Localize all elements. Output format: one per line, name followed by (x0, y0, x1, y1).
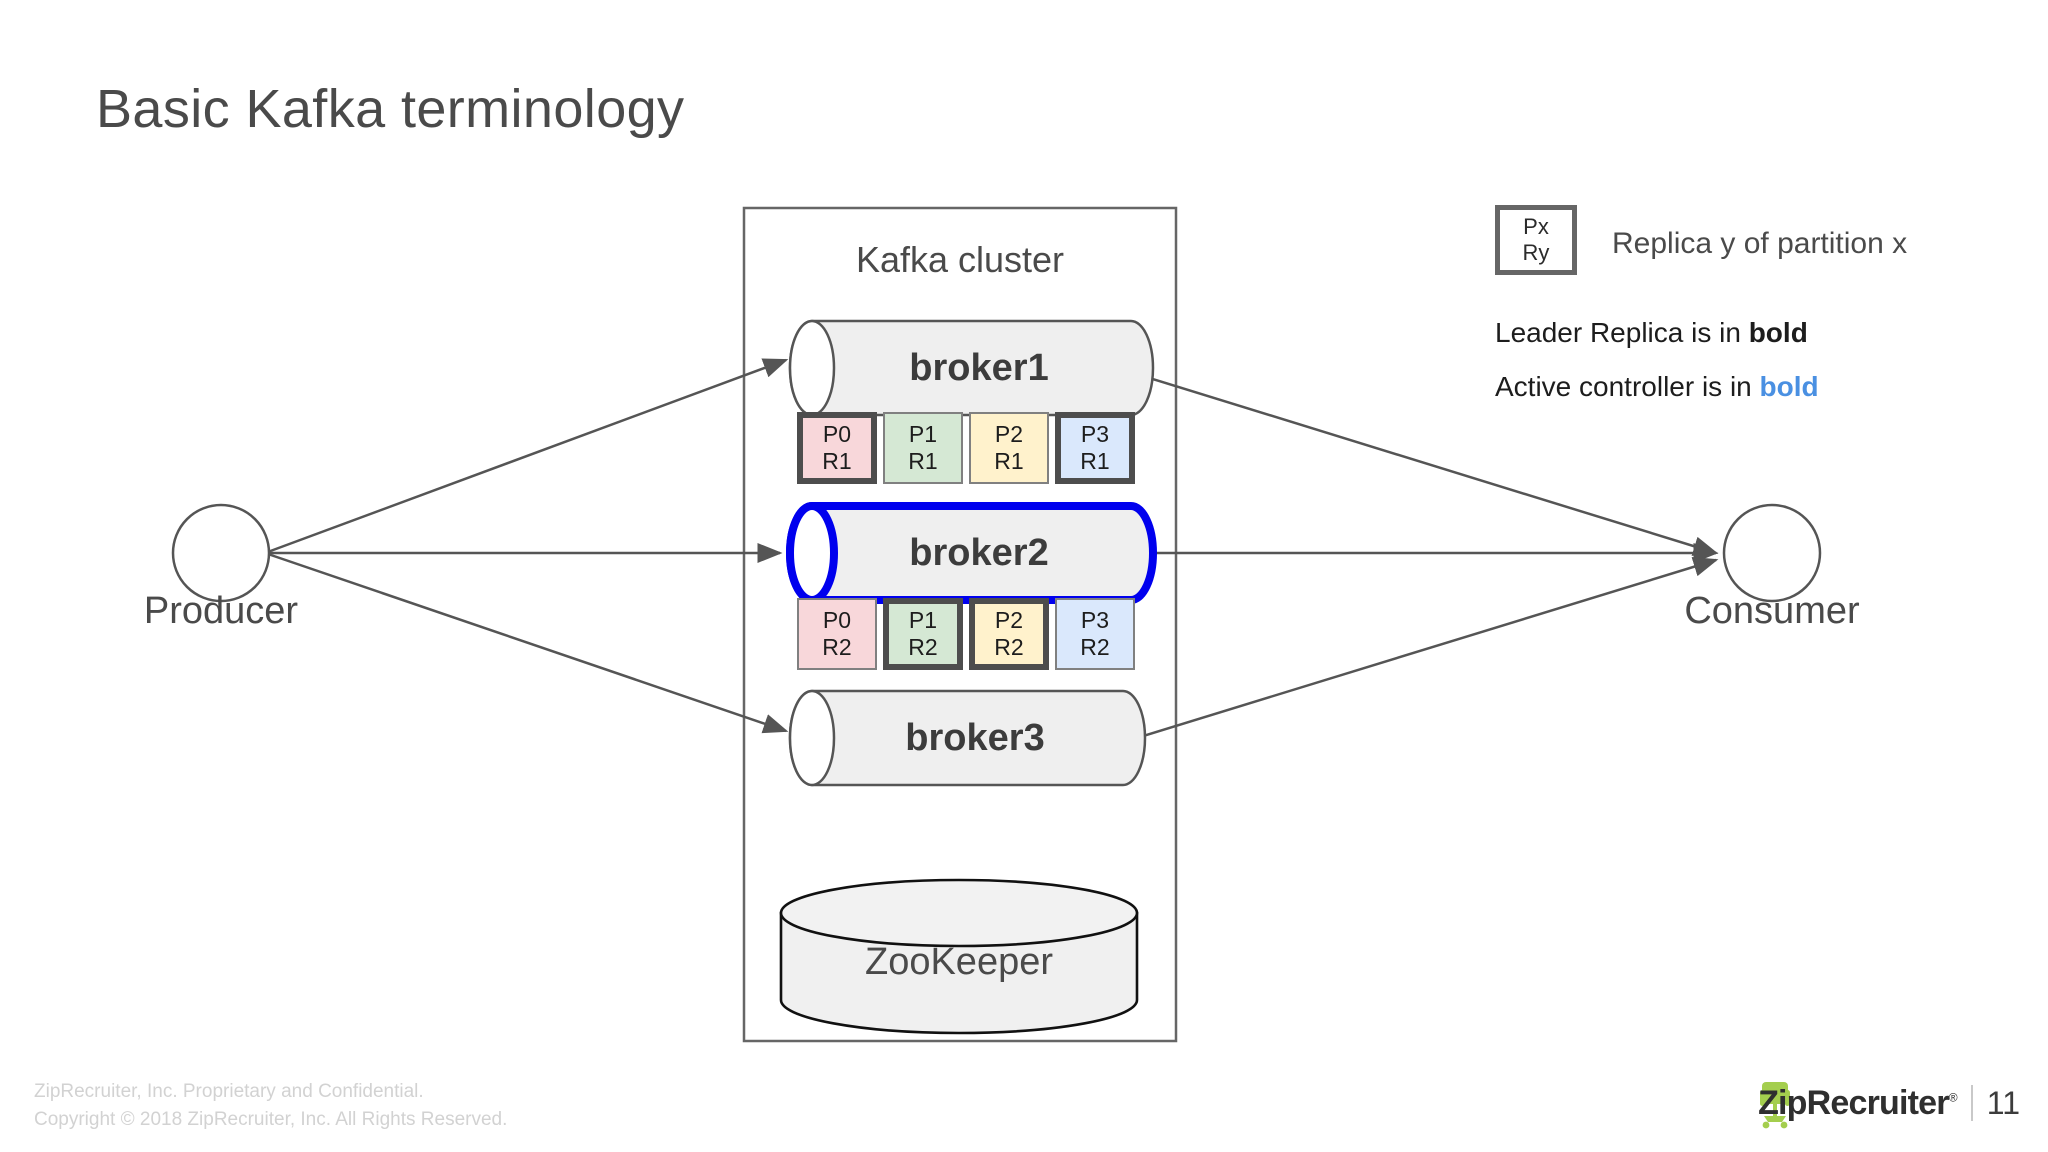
cluster-title: Kafka cluster (855, 239, 1065, 280)
edge-broker3-consumer (1129, 557, 1719, 742)
registered-mark: ® (1948, 1090, 1958, 1105)
partition-label: P2 (994, 607, 1024, 634)
producer-node (171, 503, 271, 603)
replica-cell[interactable]: P0 R1 (797, 412, 877, 484)
replica-cell[interactable]: P1 R2 (883, 598, 963, 670)
replica-cell[interactable]: P0 R2 (797, 598, 877, 670)
replica-label: R1 (994, 448, 1024, 474)
legend-partition-label: Px (1523, 213, 1549, 239)
legend-controller-prefix: Active controller is in (1495, 371, 1760, 402)
replica-label: R2 (908, 634, 938, 660)
ziprecruiter-wordmark: ZipRecruiter® (1758, 1083, 1958, 1123)
legend-replica-label: Ry (1522, 240, 1550, 265)
replica-cell[interactable]: P2 R2 (969, 598, 1049, 670)
legend-controller-line: Active controller is in bold (1495, 371, 1819, 403)
replica-cell[interactable]: P2 R1 (969, 412, 1049, 484)
footer-brand: ZipRecruiter® 11 (1717, 1080, 2020, 1126)
partition-label: P0 (822, 607, 852, 634)
partition-label: P3 (1080, 421, 1110, 448)
edge-broker1-consumer (1129, 370, 1719, 556)
partition-label: P1 (908, 421, 938, 448)
ziprecruiter-chair-icon (1760, 1082, 1790, 1129)
partition-label: P2 (994, 421, 1024, 448)
edge-producer-broker1 (264, 358, 789, 555)
footer-line-2: Copyright © 2018 ZipRecruiter, Inc. All … (34, 1108, 508, 1130)
replica-label: R1 (1080, 448, 1110, 474)
replica-cell[interactable]: P3 R1 (1055, 412, 1135, 484)
partition-label: P0 (822, 421, 852, 448)
legend-caption: Replica y of partition x (1612, 227, 1908, 260)
consumer-label: Consumer (1684, 590, 1860, 632)
replica-label: R1 (908, 448, 938, 474)
zookeeper-shape (779, 878, 1139, 1035)
legend-sample-box: Px Ry (1495, 205, 1577, 275)
broker1-label: broker1 (909, 347, 1049, 389)
producer-label: Producer (143, 590, 299, 632)
consumer-node (1722, 503, 1822, 603)
zookeeper-label: ZooKeeper (864, 941, 1053, 983)
edge-producer-broker3 (264, 551, 789, 734)
broker3-shape (788, 689, 1147, 787)
broker2-label: broker2 (909, 532, 1049, 574)
footer-legal: ZipRecruiter, Inc. Proprietary and Confi… (34, 1078, 507, 1133)
partition-label: P1 (908, 607, 938, 634)
page-number: 11 (1986, 1084, 2020, 1121)
page-title: Basic Kafka terminology (96, 79, 685, 139)
ziprecruiter-logo: ZipRecruiter® (1717, 1080, 1958, 1126)
legend-controller-bold: bold (1759, 371, 1819, 402)
footer-divider (1970, 1085, 1973, 1121)
kafka-cluster-box (742, 206, 1178, 1043)
broker3-label: broker3 (905, 717, 1045, 759)
footer-line-1: ZipRecruiter, Inc. Proprietary and Confi… (34, 1081, 424, 1102)
legend-leader-bold: bold (1748, 317, 1808, 348)
partition-label: P3 (1080, 607, 1110, 634)
replica-cell[interactable]: P3 R2 (1055, 598, 1135, 670)
legend-leader-prefix: Leader Replica is in (1495, 317, 1749, 348)
replica-cell[interactable]: P1 R1 (883, 412, 963, 484)
replica-label: R2 (994, 634, 1024, 660)
replica-label: R2 (822, 634, 852, 660)
replica-label: R1 (822, 448, 852, 474)
brand-text: ZipRecruiter (1758, 1083, 1949, 1122)
legend-leader-line: Leader Replica is in bold (1495, 317, 1808, 349)
replica-label: R2 (1080, 634, 1110, 660)
